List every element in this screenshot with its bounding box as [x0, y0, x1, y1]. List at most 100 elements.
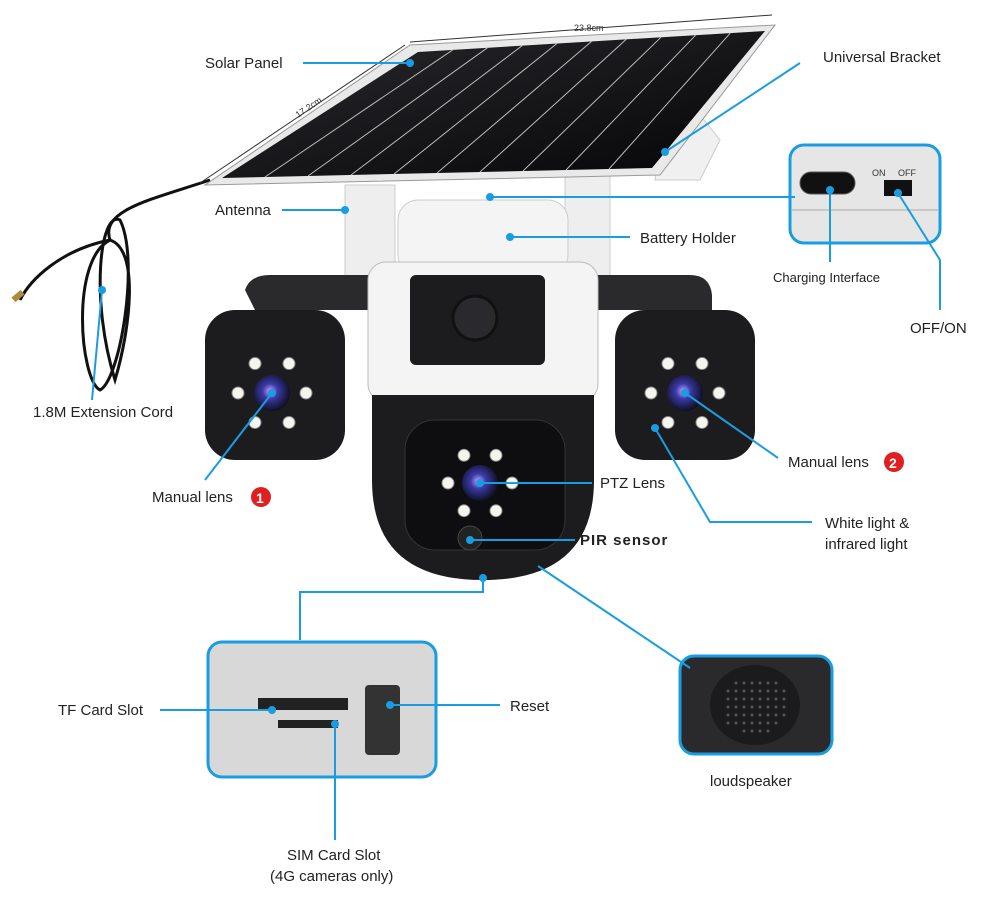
speaker-hole [766, 713, 770, 717]
label-universal-bracket: Universal Bracket [823, 49, 941, 66]
speaker-hole [734, 697, 738, 701]
panel-cell-line [307, 47, 488, 177]
badge-1 [251, 487, 271, 507]
power-switch [884, 180, 912, 196]
speaker-hole [758, 681, 762, 685]
label-manual-lens-1: Manual lens [152, 489, 233, 506]
extension-cord [11, 178, 211, 392]
label-loudspeaker: loudspeaker [710, 773, 792, 790]
sim-card-slot [278, 720, 338, 728]
badge-2 [884, 452, 904, 472]
label-infrared-light: infrared light [825, 536, 908, 553]
speaker-hole [774, 689, 778, 693]
speaker-hole [750, 729, 754, 733]
label-tf-card-slot: TF Card Slot [58, 702, 144, 719]
speaker-hole [742, 729, 746, 733]
led-light [457, 504, 471, 518]
label-solar-panel: Solar Panel [205, 55, 283, 72]
label-manual-lens-2: Manual lens [788, 454, 869, 471]
reset-button [365, 685, 400, 755]
speaker-hole [742, 681, 746, 685]
speaker-hole [750, 713, 754, 717]
panel-cell-line [350, 45, 523, 176]
speaker-hole [758, 713, 762, 717]
label-sim-card-slot: SIM Card Slot [287, 847, 381, 864]
speaker-hole [742, 721, 746, 725]
speaker-hole [726, 705, 730, 709]
led-light [299, 386, 313, 400]
panel-cell-line [393, 43, 558, 175]
label-ptz-lens: PTZ Lens [600, 475, 665, 492]
speaker-hole [758, 721, 762, 725]
speaker-hole [774, 705, 778, 709]
speaker-hole [758, 689, 762, 693]
speaker-hole [766, 729, 770, 733]
led-light [695, 415, 709, 429]
switch-off-label: OFF [898, 168, 916, 178]
led-light [282, 415, 296, 429]
led-light [248, 415, 262, 429]
badge-1-text: 1 [256, 490, 264, 506]
speaker-inset [678, 654, 834, 756]
speaker-hole [726, 697, 730, 701]
speaker-hole [726, 721, 730, 725]
led-light [712, 386, 726, 400]
speaker-hole [782, 713, 786, 717]
speaker-hole [734, 689, 738, 693]
led-light [248, 357, 262, 371]
dimension-width-label: 23.8cm [574, 23, 604, 33]
leader-lines [91, 59, 941, 840]
speaker-hole [734, 705, 738, 709]
speaker-hole [750, 705, 754, 709]
label-reset: Reset [510, 698, 550, 715]
speaker-hole [758, 729, 762, 733]
speaker-hole [734, 721, 738, 725]
speaker-hole [766, 689, 770, 693]
speaker-hole [766, 705, 770, 709]
label-antenna: Antenna [215, 202, 272, 219]
speaker-hole [782, 689, 786, 693]
led-light [661, 415, 675, 429]
speaker-hole [750, 689, 754, 693]
switch-on-label: ON [872, 168, 886, 178]
speaker-hole [734, 681, 738, 685]
badge-2-text: 2 [889, 455, 897, 471]
panel-cell-line [436, 41, 592, 174]
label-battery-holder: Battery Holder [640, 230, 736, 247]
led-light [644, 386, 658, 400]
label-pir-sensor: PIR sensor [580, 532, 668, 549]
speaker-hole [766, 721, 770, 725]
label-extension-cord: 1.8M Extension Cord [33, 404, 173, 421]
speaker-hole [742, 705, 746, 709]
speaker-hole [750, 721, 754, 725]
speaker-hole [726, 689, 730, 693]
speaker-hole [750, 681, 754, 685]
speaker-hole [774, 681, 778, 685]
speaker-hole [774, 713, 778, 717]
speaker-hole [750, 697, 754, 701]
label-white-light: White light & [825, 515, 909, 532]
led-light [489, 448, 503, 462]
speaker-hole [766, 681, 770, 685]
left-arm [245, 275, 370, 310]
led-light [695, 357, 709, 371]
led-light [282, 357, 296, 371]
speaker-hole [758, 705, 762, 709]
right-arm [595, 275, 712, 310]
speaker-hole [774, 721, 778, 725]
led-light [457, 448, 471, 462]
speaker-hole [774, 697, 778, 701]
led-light [441, 476, 455, 490]
speaker-hole [734, 713, 738, 717]
speaker-hole [766, 697, 770, 701]
solar-panel [203, 24, 777, 186]
speaker-hole [726, 713, 730, 717]
dimension-width: 23.8cm [409, 14, 773, 43]
label-off-on: OFF/ON [910, 320, 967, 337]
panel-cell-line [608, 32, 731, 170]
charging-inset: ON OFF [788, 143, 942, 245]
led-light [489, 504, 503, 518]
panel-cell-line [522, 36, 662, 172]
panel-cell-line [565, 34, 696, 171]
